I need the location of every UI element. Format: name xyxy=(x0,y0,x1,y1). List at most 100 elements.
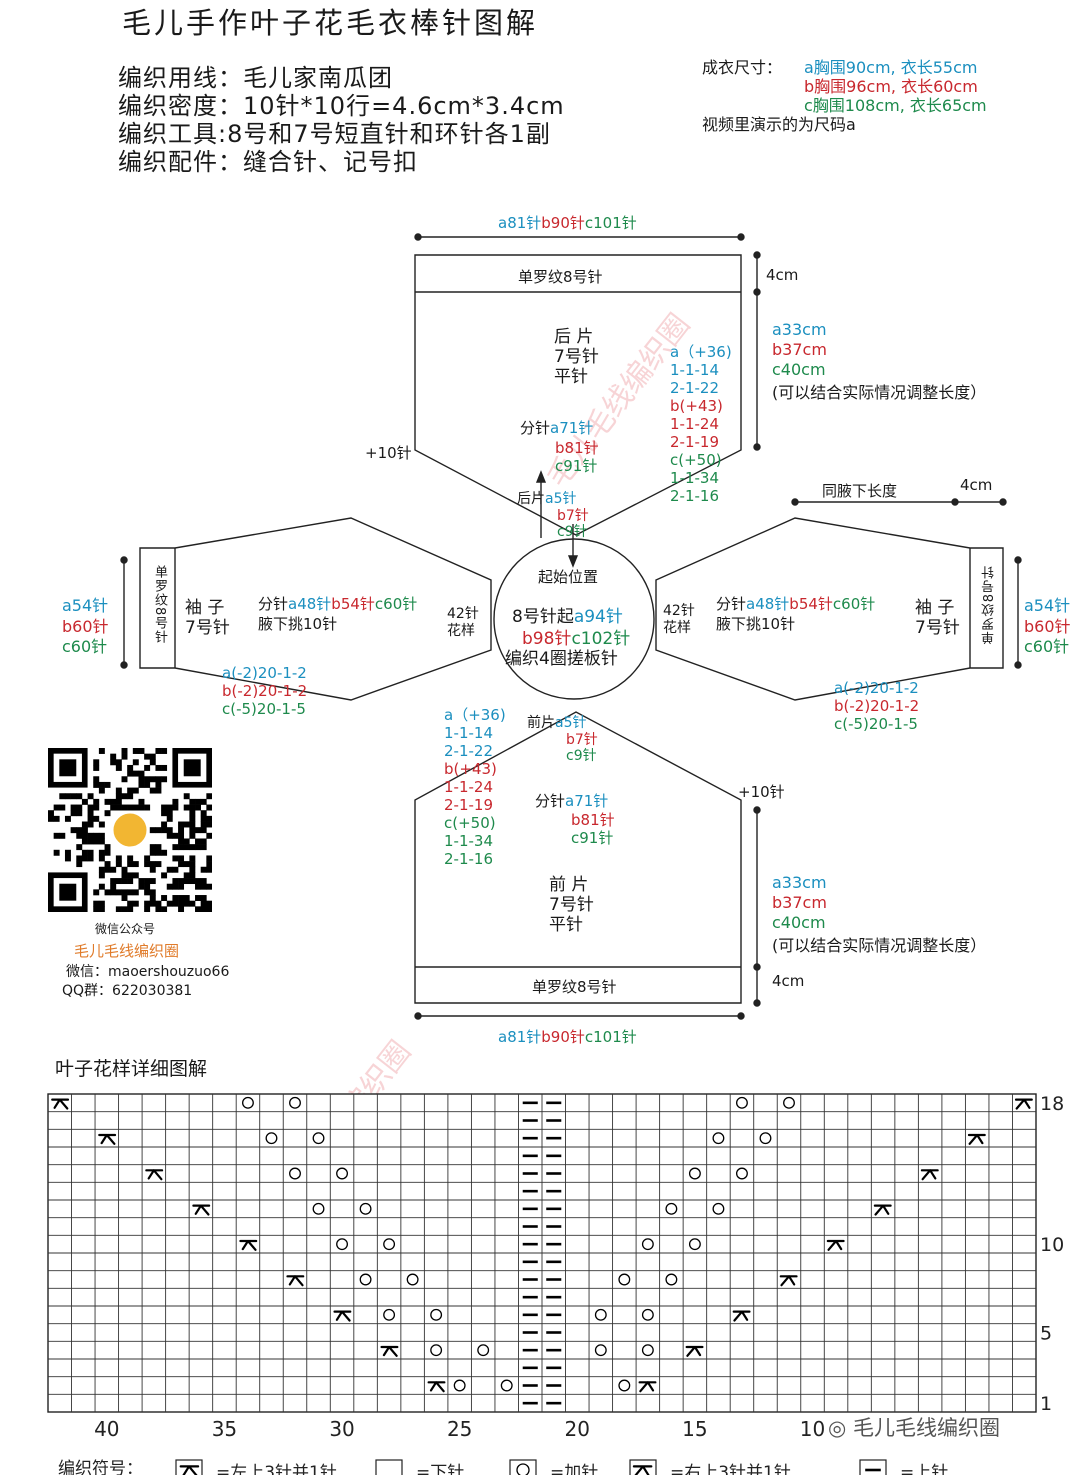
left-sleeve-width-a: a54针 xyxy=(62,596,109,615)
left-sleeve-cuff: 单罗纹8号针 xyxy=(152,565,167,645)
right-sleeve-width-b: b60针 xyxy=(1024,617,1071,636)
column-label: 35 xyxy=(212,1417,237,1441)
back-split-c: c91针 xyxy=(555,457,598,475)
front-needle: 7号针 xyxy=(549,895,594,915)
yarn-over-symbol xyxy=(383,1238,396,1251)
size-note: 视频里演示的为尺码a xyxy=(702,115,856,134)
chart-title: 叶子花样详细图解 xyxy=(55,1058,208,1080)
k3tog-right-symbol xyxy=(685,1345,704,1357)
front-rag-c: c9针 xyxy=(566,748,597,764)
yarn-over-symbol xyxy=(312,1132,325,1145)
yarn-over-symbol xyxy=(359,1202,372,1215)
yarn-over-symbol xyxy=(759,1132,772,1145)
yarn-over-symbol xyxy=(453,1379,466,1392)
left-sleeve-dec-a: a(-2)20-1-2 xyxy=(222,664,307,682)
left-sleeve-width-b: b60针 xyxy=(62,617,109,636)
yarn-over-symbol xyxy=(618,1273,631,1286)
right-sleeve-dec-b: b(-2)20-1-2 xyxy=(834,697,920,715)
back-rag-c: c9针 xyxy=(557,524,588,540)
left-sleeve-pattern: 花样 xyxy=(447,623,475,639)
k3tog-left-symbol xyxy=(239,1239,258,1251)
qr-code-image xyxy=(48,748,213,913)
back-split-label: 分针a71针 xyxy=(520,419,594,437)
back-height-a: a33cm xyxy=(772,320,827,339)
yarn-over-symbol xyxy=(641,1344,654,1357)
back-rib-label: 单罗纹8号针 xyxy=(518,268,603,286)
k3tog-right-symbol xyxy=(920,1169,939,1181)
back-height-c: c40cm xyxy=(772,360,826,379)
start-circle xyxy=(493,538,655,700)
size-b: b胸围96cm, 衣长60cm xyxy=(804,77,978,96)
yarn-over-symbol xyxy=(712,1132,725,1145)
yarn-over-symbol xyxy=(641,1308,654,1321)
yarn-over-symbol xyxy=(594,1344,607,1357)
left-sleeve-outline xyxy=(139,517,492,701)
legend-label: =右上3针并1针 xyxy=(670,1463,791,1475)
yarn-over-symbol xyxy=(618,1379,631,1392)
right-sleeve-split: 分针a48针b54针c60针 xyxy=(716,595,876,613)
right-sleeve-cuff: 单罗纹8号针 xyxy=(982,565,997,645)
yarn-over-symbol xyxy=(783,1096,795,1109)
column-label: 40 xyxy=(94,1417,119,1441)
back-name: 后 片 xyxy=(554,327,594,347)
front-panel-outline xyxy=(414,711,742,1004)
left-sleeve-underarm: 腋下挑10针 xyxy=(258,615,338,633)
back-rag-b: b7针 xyxy=(557,508,589,524)
row-label: 1 xyxy=(1040,1393,1052,1415)
legend-yo-symbol xyxy=(516,1463,530,1475)
cast-on-bc: b98针c102针 xyxy=(522,629,631,649)
material-gauge: 编织密度：10针*10行=4.6cm*3.4cm xyxy=(118,92,565,120)
garter-rounds: 编织4圈搓板针 xyxy=(505,649,618,669)
yarn-over-symbol xyxy=(500,1379,513,1392)
back-panel-outline xyxy=(414,254,742,536)
wechat-id: 微信：maoershouzuo66 xyxy=(66,964,230,980)
column-label: 15 xyxy=(682,1417,707,1441)
back-rag-label: 后片a5针 xyxy=(517,491,577,507)
qq-group: QQ群：622030381 xyxy=(62,983,193,999)
k3tog-left-symbol xyxy=(51,1098,70,1110)
k3tog-left-symbol xyxy=(192,1204,211,1216)
right-sleeve-pattern: 花样 xyxy=(663,620,691,636)
front-height-note: (可以结合实际情况调整长度） xyxy=(772,936,987,955)
k3tog-right-symbol xyxy=(1014,1098,1033,1110)
legend-title: 编织符号： xyxy=(58,1459,143,1475)
footer-watermark-brand: ◎ 毛儿毛线编织圈 xyxy=(828,1416,1001,1440)
k3tog-left-symbol xyxy=(145,1169,164,1181)
start-position-label: 起始位置 xyxy=(538,568,599,586)
front-name: 前 片 xyxy=(549,875,589,895)
right-sleeve-underarm: 腋下挑10针 xyxy=(716,615,796,633)
k3tog-right-symbol xyxy=(826,1239,845,1251)
column-label: 10 xyxy=(800,1417,825,1441)
right-sleeve-needle: 7号针 xyxy=(915,618,960,638)
yarn-over-symbol xyxy=(336,1238,348,1251)
yarn-over-symbol xyxy=(736,1167,748,1180)
size-a: a胸围90cm, 衣长55cm xyxy=(804,58,978,77)
material-notions: 编织配件：缝合针、记号扣 xyxy=(118,148,418,176)
k3tog-left-symbol xyxy=(333,1310,352,1322)
front-rag-b: b7针 xyxy=(566,732,598,748)
yarn-over-symbol xyxy=(688,1238,701,1251)
wechat-account-label: 微信公众号 xyxy=(95,922,156,936)
yarn-over-symbol xyxy=(736,1096,748,1109)
yarn-over-symbol xyxy=(242,1096,254,1109)
front-split-label: 分针a71针 xyxy=(535,792,609,810)
front-stitch: 平针 xyxy=(549,915,583,935)
yarn-over-symbol xyxy=(641,1238,654,1251)
right-sleeve-dec-a: a(-2)20-1-2 xyxy=(834,679,919,697)
front-rag-label: 前片a5针 xyxy=(527,715,587,731)
right-sleeve-width-a: a54针 xyxy=(1024,596,1071,615)
material-tools: 编织工具:8号和7号短直针和环针各1副 xyxy=(118,120,551,148)
k3tog-right-symbol xyxy=(779,1275,798,1287)
k3tog-right-symbol xyxy=(873,1204,892,1216)
legend-symbol-box xyxy=(509,1459,537,1475)
front-plus10: +10针 xyxy=(738,783,785,801)
yarn-over-symbol xyxy=(383,1308,396,1321)
front-width-label: a81针b90针c101针 xyxy=(498,1028,637,1046)
yarn-over-symbol xyxy=(406,1273,419,1286)
k3tog-left-symbol xyxy=(380,1345,399,1357)
left-sleeve-width-c: c60针 xyxy=(62,637,108,656)
k3tog-right-symbol xyxy=(732,1310,751,1322)
yarn-over-symbol xyxy=(289,1096,301,1109)
left-sleeve-needle: 7号针 xyxy=(185,618,230,638)
